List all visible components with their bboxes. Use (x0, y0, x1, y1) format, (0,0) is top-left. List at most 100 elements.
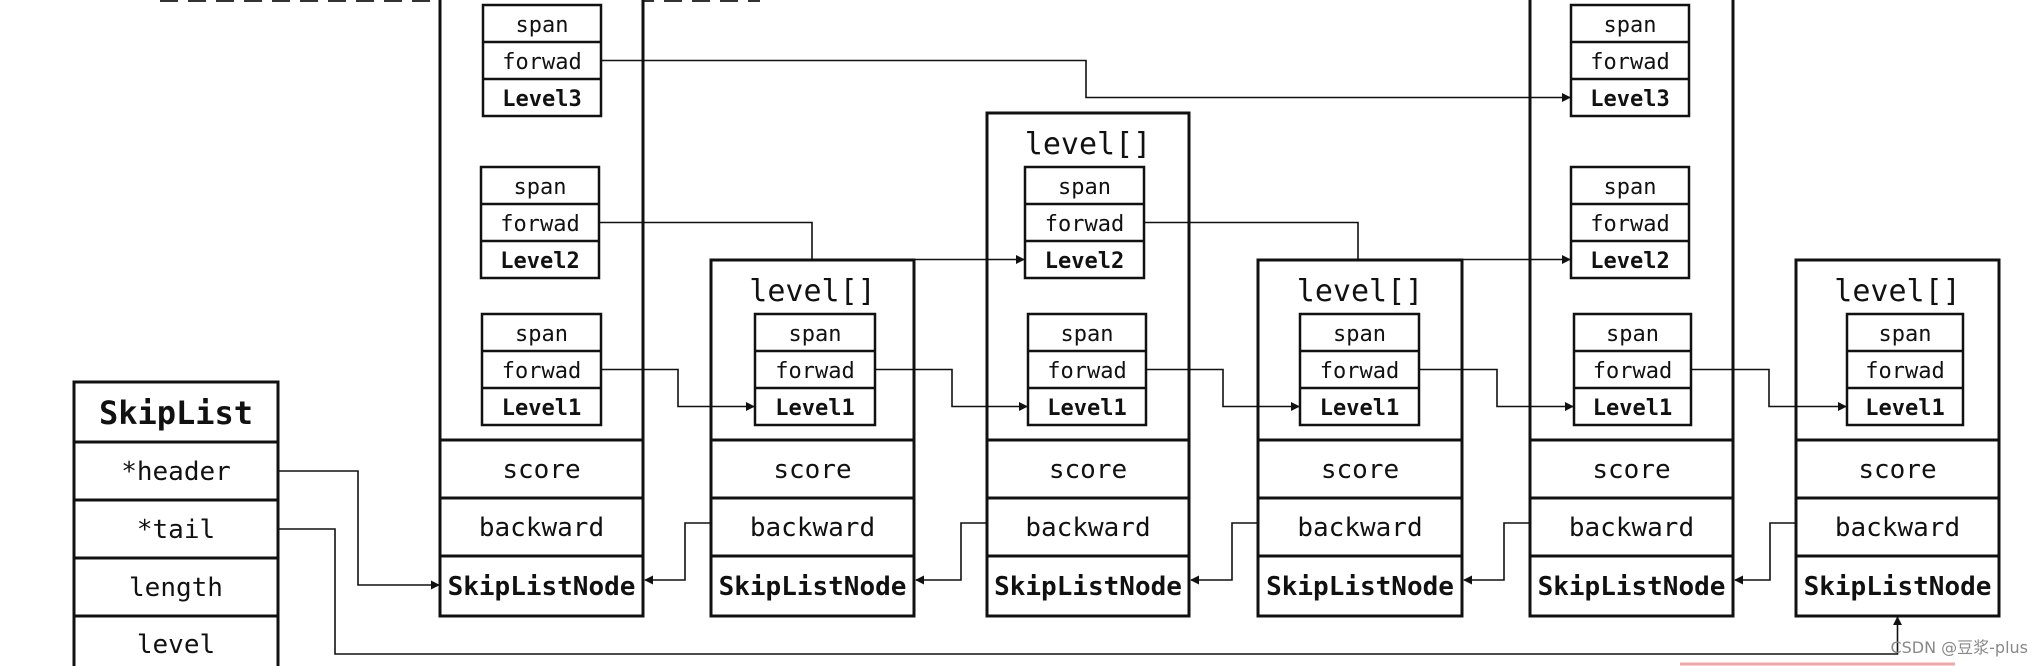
links-layer (278, 59, 1902, 655)
skiplistnode-label: SkipListNode (1804, 572, 1992, 602)
backward-label: backward (1297, 513, 1422, 543)
header-pointer-arrow (278, 470, 440, 590)
nodes-layer: scorebackwardSkipListNodespanforwadLevel… (438, 0, 2001, 618)
skiplistnode-label: SkipListNode (719, 572, 907, 602)
level-box-frame (1023, 165, 1146, 280)
forward-label: forwad (775, 359, 854, 384)
span-label: span (1606, 322, 1659, 347)
level-box-frame (1569, 165, 1691, 280)
forward-link-arrow (599, 221, 1025, 264)
forward-label: forwad (1590, 50, 1669, 75)
forward-label: forwad (1320, 359, 1399, 384)
level-box-frame (481, 3, 603, 118)
level-name-label: Level1 (1865, 396, 1944, 421)
level-array-label: level[] (1025, 127, 1151, 162)
backward-link-arrow (1734, 522, 1796, 585)
skiplist-node-header: scorebackwardSkipListNodespanforwadLevel… (438, 0, 645, 618)
forward-link-arrow (601, 368, 755, 411)
level-box-frame (1298, 312, 1421, 427)
forward-link-arrow (1691, 368, 1847, 411)
watermark: CSDN @豆浆-plus (1890, 638, 2028, 657)
level-name-label: Level2 (1590, 249, 1669, 274)
level-array-label: level[] (1297, 274, 1423, 309)
forward-label: forwad (1047, 359, 1126, 384)
skiplist-field-header: *header (121, 457, 231, 487)
level-name-label: Level1 (1047, 396, 1126, 421)
span-label: span (1879, 322, 1932, 347)
level-array-label: level[] (749, 274, 875, 309)
span-label: span (1058, 175, 1111, 200)
span-label: span (516, 13, 569, 38)
level-name-label: Level2 (500, 249, 579, 274)
span-label: span (1604, 13, 1657, 38)
level-name-label: Level1 (1320, 396, 1399, 421)
span-label: span (1333, 322, 1386, 347)
forward-label: forwad (502, 359, 581, 384)
forward-link-arrow (1146, 368, 1300, 411)
skiplist-node-node1: level[]scorebackwardSkipListNodespanforw… (709, 258, 916, 618)
backward-link-arrow (915, 522, 987, 585)
skiplist-node-node4: scorebackwardSkipListNodespanforwadLevel… (1528, 0, 1735, 618)
score-label: score (1321, 455, 1399, 485)
forward-label: forwad (1045, 212, 1124, 237)
forward-link-arrow (601, 59, 1571, 102)
backward-label: backward (1025, 513, 1150, 543)
skiplist-struct: SkipList *header *tail length level (72, 380, 280, 666)
span-label: span (515, 322, 568, 347)
forward-label: forwad (500, 212, 579, 237)
skiplistnode-label: SkipListNode (1266, 572, 1454, 602)
level-array-label: level[] (1834, 274, 1960, 309)
score-label: score (773, 455, 851, 485)
score-label: score (1592, 455, 1670, 485)
level-name-label: Level1 (775, 396, 854, 421)
forward-label: forwad (1590, 212, 1669, 237)
skiplist-box (72, 380, 280, 666)
forward-link-arrow (875, 368, 1028, 411)
backward-label: backward (479, 513, 604, 543)
forward-label: forwad (1865, 359, 1944, 384)
level-name-label: Level1 (1593, 396, 1672, 421)
level-name-label: Level3 (1590, 87, 1669, 112)
tail-pointer-arrow (278, 528, 1902, 655)
backward-label: backward (750, 513, 875, 543)
score-label: score (1049, 455, 1127, 485)
skiplistnode-label: SkipListNode (448, 572, 636, 602)
skiplistnode-label: SkipListNode (994, 572, 1182, 602)
forward-label: forwad (1593, 359, 1672, 384)
skiplist-title: SkipList (99, 394, 253, 432)
skiplistnode-label: SkipListNode (1538, 572, 1726, 602)
level-name-label: Level2 (1045, 249, 1124, 274)
score-label: score (1858, 455, 1936, 485)
level-box-frame (480, 312, 603, 427)
level-box-frame (1845, 312, 1965, 427)
span-label: span (1604, 175, 1657, 200)
forward-link-arrow (1144, 221, 1571, 264)
backward-label: backward (1569, 513, 1694, 543)
forward-label: forwad (502, 50, 581, 75)
level-name-label: Level1 (502, 396, 581, 421)
backward-label: backward (1835, 513, 1960, 543)
level-box-frame (1569, 3, 1691, 118)
skiplist-field-length: length (129, 573, 223, 603)
skiplist-field-level: level (137, 630, 215, 660)
forward-link-arrow (1419, 368, 1574, 411)
score-label: score (502, 455, 580, 485)
backward-link-arrow (1463, 522, 1530, 585)
backward-link-arrow (644, 522, 711, 585)
span-label: span (1061, 322, 1114, 347)
skiplist-field-tail: *tail (137, 515, 215, 545)
level-name-label: Level3 (502, 87, 581, 112)
